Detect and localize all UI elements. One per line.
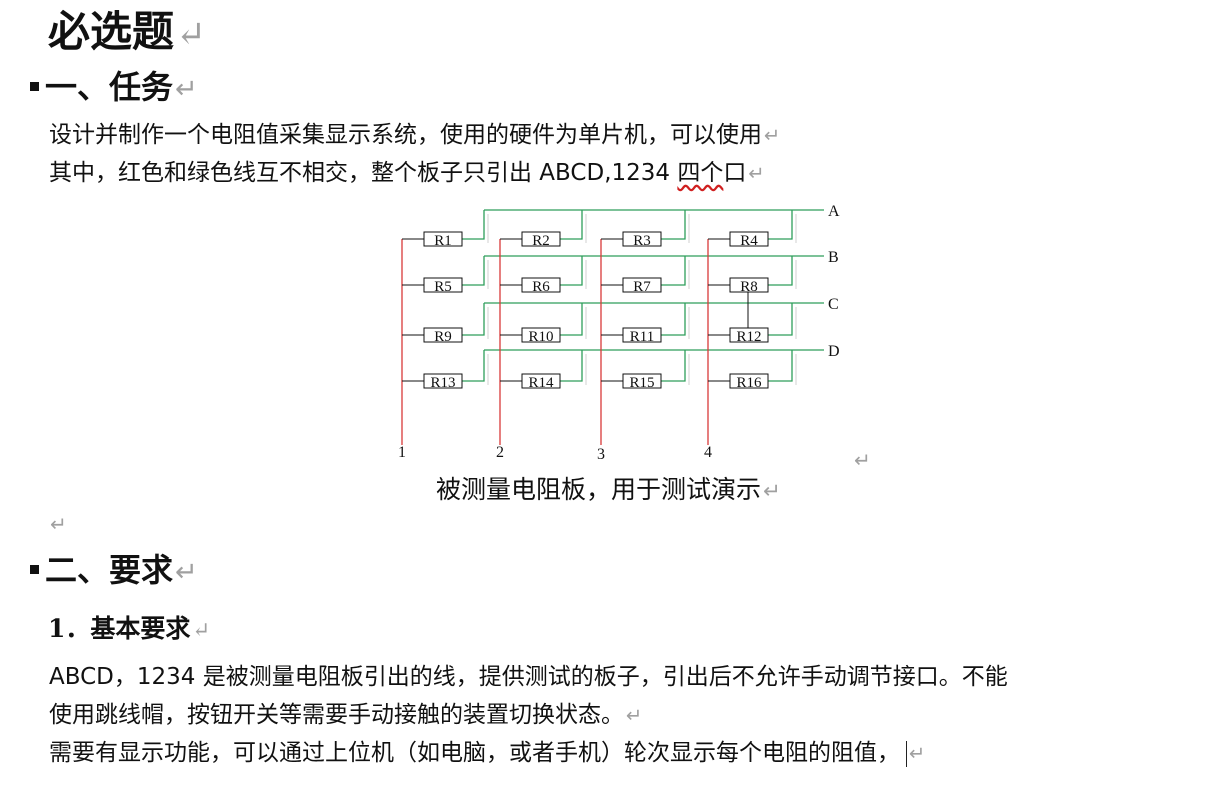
paragraph-mark-icon: ↵ <box>176 14 206 55</box>
resistor-label: R6 <box>532 279 550 295</box>
resistor-body <box>521 327 561 343</box>
caption-text: 被测量电阻板，用于测试演示 <box>436 475 762 504</box>
resistor-body <box>729 327 769 343</box>
resistor-label: R3 <box>633 233 651 249</box>
resistor-label: R13 <box>430 375 455 391</box>
requirements-paragraph-line2: 使用跳线帽，按钮开关等需要手动接触的装置切换状态。↵ <box>49 698 642 733</box>
subheading-text: 1．基本要求 <box>48 614 191 643</box>
row-drop-wire <box>558 256 583 286</box>
resistor-body <box>423 327 463 343</box>
spellcheck-underlined-text[interactable]: 四个 <box>677 160 724 186</box>
section1-paragraph-line1: 设计并制作一个电阻值采集显示系统，使用的硬件为单片机，可以使用↵ <box>49 118 780 153</box>
section1-heading-text: 一、任务 <box>45 68 174 106</box>
resistor-label: R1 <box>434 233 452 249</box>
row-drop-wire <box>766 210 793 240</box>
row-terminal-label: D <box>828 343 840 360</box>
text-cursor[interactable] <box>906 740 907 767</box>
row-drop-wire <box>460 210 485 240</box>
section2-heading: 二、要求↵ <box>30 550 198 593</box>
row-terminal-label: A <box>828 203 840 220</box>
figure-caption: 被测量电阻板，用于测试演示↵ <box>436 473 781 509</box>
column-terminal-label: 1 <box>398 444 406 461</box>
row-terminal-label: C <box>828 296 839 313</box>
document-title: 必选题↵ <box>48 4 206 63</box>
resistor-body <box>729 373 769 389</box>
section2-heading-text: 二、要求 <box>45 551 174 589</box>
resistor-label: R5 <box>434 279 452 295</box>
resistor-label: R9 <box>434 329 452 345</box>
row-drop-wire <box>558 210 583 240</box>
paragraph-mark-icon: ↵ <box>626 704 643 727</box>
paragraph-mark-icon: ↵ <box>175 74 198 105</box>
row-drop-wire <box>766 350 793 382</box>
resistor-body <box>423 373 463 389</box>
row-drop-wire <box>659 350 686 382</box>
resistor-body <box>729 231 769 247</box>
paragraph-mark-icon: ↵ <box>854 448 871 472</box>
resistor-label: R7 <box>633 279 651 295</box>
row-drop-wire <box>659 303 686 336</box>
column-terminal-label: 4 <box>704 444 712 461</box>
requirements-paragraph-line1: ABCD，1234 是被测量电阻板引出的线，提供测试的板子，引出后不允许手动调节… <box>49 660 1008 694</box>
row-drop-wire <box>460 350 485 382</box>
row-drop-wire <box>460 256 485 286</box>
paragraph-text: 其中，红色和绿色线互不相交，整个板子只引出 ABCD,1234 <box>49 160 678 186</box>
paragraph-text: 口 <box>723 160 747 186</box>
resistor-label: R16 <box>736 375 762 391</box>
paragraph-mark-icon: ↵ <box>748 162 765 185</box>
bullet-icon <box>30 81 39 91</box>
row-terminal-label: B <box>828 249 839 266</box>
column-terminal-label: 2 <box>496 444 504 461</box>
paragraph-mark-icon: ↵ <box>192 618 211 643</box>
resistor-body <box>622 373 662 389</box>
row-drop-wire <box>766 256 793 286</box>
row-drop-wire <box>460 303 485 336</box>
row-drop-wire <box>558 303 583 336</box>
row-drop-wire <box>659 256 686 286</box>
resistor-label: R14 <box>528 375 554 391</box>
resistor-body <box>729 277 769 293</box>
resistor-label: R4 <box>740 233 758 249</box>
resistor-body <box>622 327 662 343</box>
paragraph-text: 需要有显示功能，可以通过上位机（如电脑，或者手机）轮次显示每个电阻的阻值， <box>49 740 900 766</box>
resistor-label: R11 <box>630 329 654 345</box>
subheading-basic-requirements: 1．基本要求↵ <box>48 612 210 648</box>
paragraph-text: 设计并制作一个电阻值采集显示系统，使用的硬件为单片机，可以使用 <box>49 122 762 148</box>
resistor-body <box>521 277 561 293</box>
bullet-icon <box>30 564 39 574</box>
resistor-body <box>423 231 463 247</box>
resistor-label: R8 <box>740 279 758 295</box>
resistor-body <box>622 231 662 247</box>
resistor-label: R10 <box>528 329 553 345</box>
section1-paragraph-line2: 其中，红色和绿色线互不相交，整个板子只引出 ABCD,1234 四个口↵ <box>49 156 765 191</box>
resistor-label: R15 <box>629 375 654 391</box>
row-drop-wire <box>766 303 793 336</box>
resistor-body <box>423 277 463 293</box>
paragraph-mark-icon: ↵ <box>764 124 781 147</box>
resistor-label: R2 <box>532 233 550 249</box>
row-drop-wire <box>659 210 686 240</box>
paragraph-text: ABCD，1234 是被测量电阻板引出的线，提供测试的板子，引出后不允许手动调节… <box>49 664 1008 690</box>
resistor-body <box>521 231 561 247</box>
empty-paragraph-mark-icon: ↵ <box>50 512 67 536</box>
section1-heading: 一、任务↵ <box>30 67 198 110</box>
paragraph-mark-icon: ↵ <box>763 479 781 504</box>
title-text: 必选题 <box>48 7 175 56</box>
display-requirement-line: 需要有显示功能，可以通过上位机（如电脑，或者手机）轮次显示每个电阻的阻值， ↵ <box>49 736 925 771</box>
resistor-label: R12 <box>736 329 761 345</box>
column-terminal-label: 3 <box>597 446 605 463</box>
row-drop-wire <box>558 350 583 382</box>
paragraph-mark-icon: ↵ <box>909 742 926 765</box>
paragraph-mark-icon: ↵ <box>175 557 198 588</box>
resistor-body <box>521 373 561 389</box>
paragraph-text: 使用跳线帽，按钮开关等需要手动接触的装置切换状态。 <box>49 702 624 728</box>
resistor-body <box>622 277 662 293</box>
